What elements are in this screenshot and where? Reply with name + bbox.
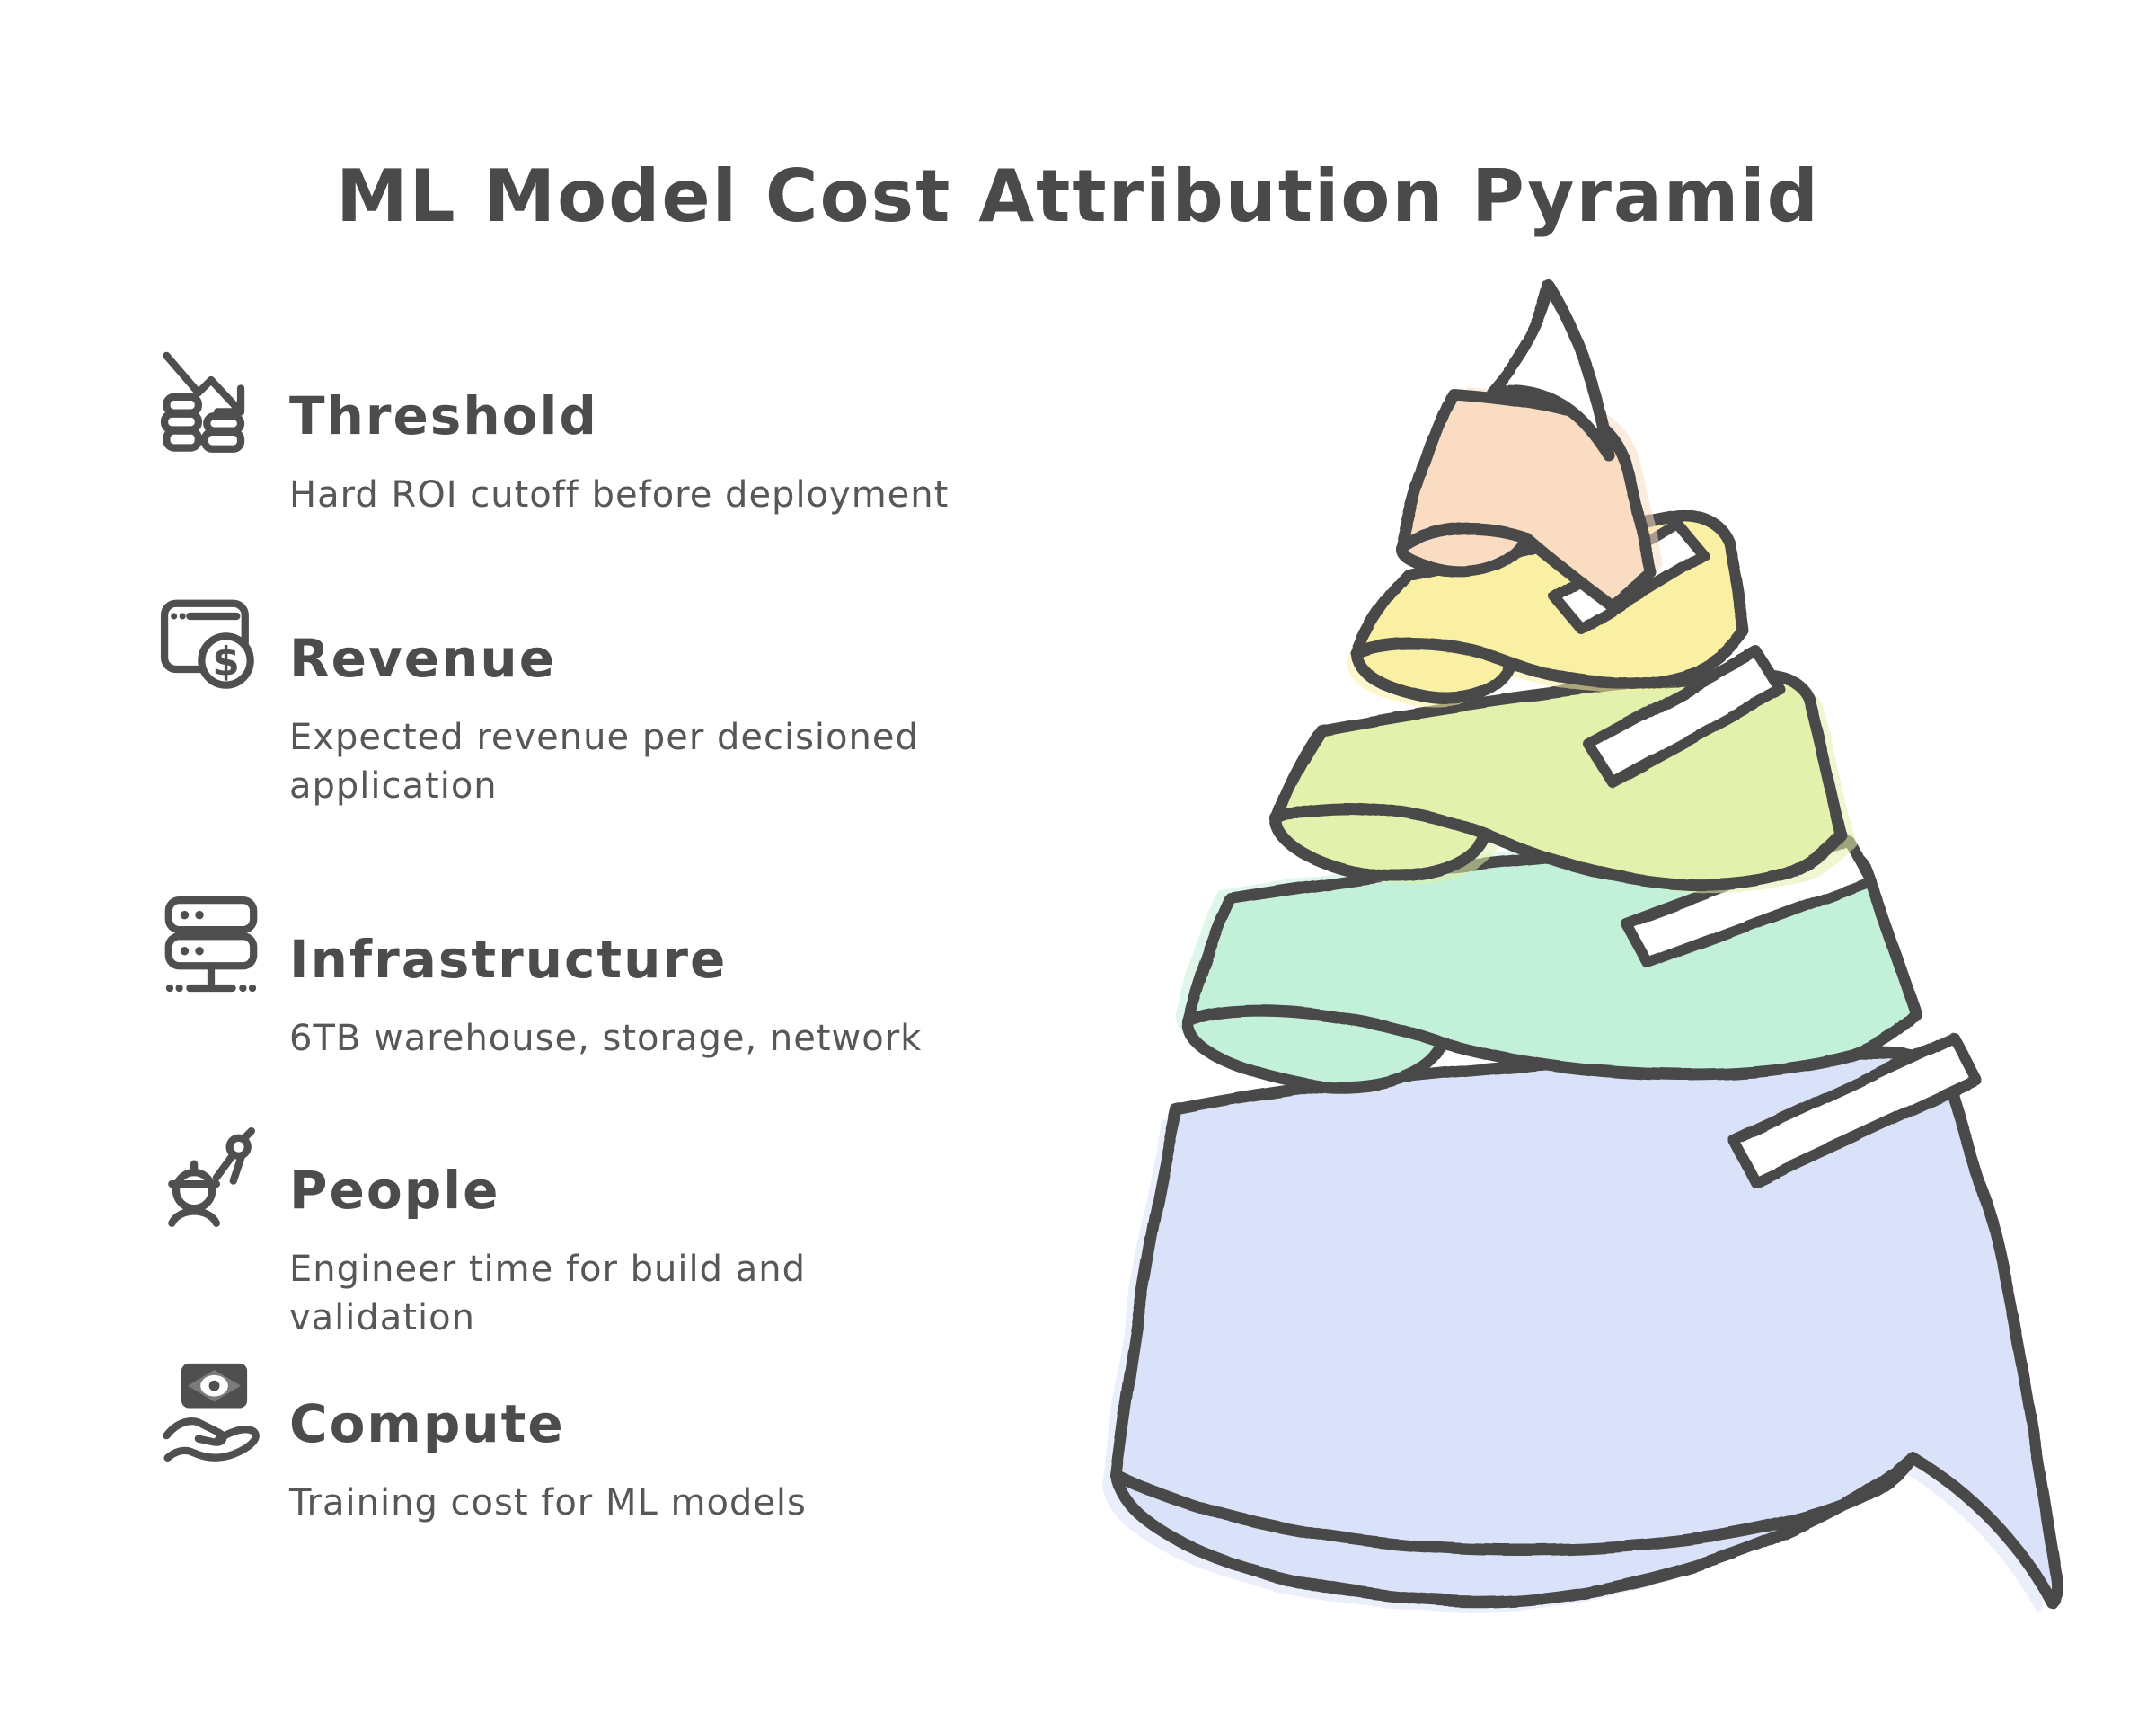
money-hand-icon bbox=[163, 1363, 260, 1462]
cone-band-infrastructure bbox=[1269, 676, 1856, 894]
browser-dollar-icon: $ bbox=[160, 599, 254, 689]
item-description: Training cost for ML models bbox=[289, 1481, 807, 1523]
item-title: Compute bbox=[289, 1393, 565, 1454]
item-title: Revenue bbox=[289, 628, 557, 689]
cone-band-people bbox=[1174, 835, 1917, 1088]
item-title: People bbox=[289, 1160, 500, 1221]
cone-band-threshold bbox=[1395, 386, 1664, 605]
item-description: Hard ROI cutoff before deployment bbox=[289, 473, 950, 516]
cone-band-compute bbox=[1101, 1054, 2057, 1613]
ribbon-gap-2 bbox=[1583, 647, 1786, 787]
item-description: Engineer time for build and validation bbox=[289, 1248, 806, 1338]
svg-text:$: $ bbox=[212, 639, 239, 684]
coins-decline-icon bbox=[160, 351, 245, 453]
server-rack-icon bbox=[164, 896, 258, 993]
engineer-compass-icon bbox=[168, 1126, 255, 1227]
item-title: Infrastructure bbox=[289, 929, 728, 990]
cone-outline-group bbox=[1101, 279, 2057, 1613]
page-title: ML Model Cost Attribution Pyramid bbox=[336, 154, 1820, 238]
cost-pyramid-cone bbox=[1051, 252, 2093, 1716]
ribbon-gap-4 bbox=[1728, 1033, 1982, 1188]
item-description: Expected revenue per decisioned applicat… bbox=[289, 716, 919, 807]
cone-svg bbox=[1101, 279, 2093, 1613]
cone-tip bbox=[1485, 279, 1616, 463]
cone-band-revenue bbox=[1346, 515, 1745, 707]
item-title: Threshold bbox=[289, 385, 598, 446]
item-description: 6TB warehouse, storage, network bbox=[289, 1017, 923, 1059]
